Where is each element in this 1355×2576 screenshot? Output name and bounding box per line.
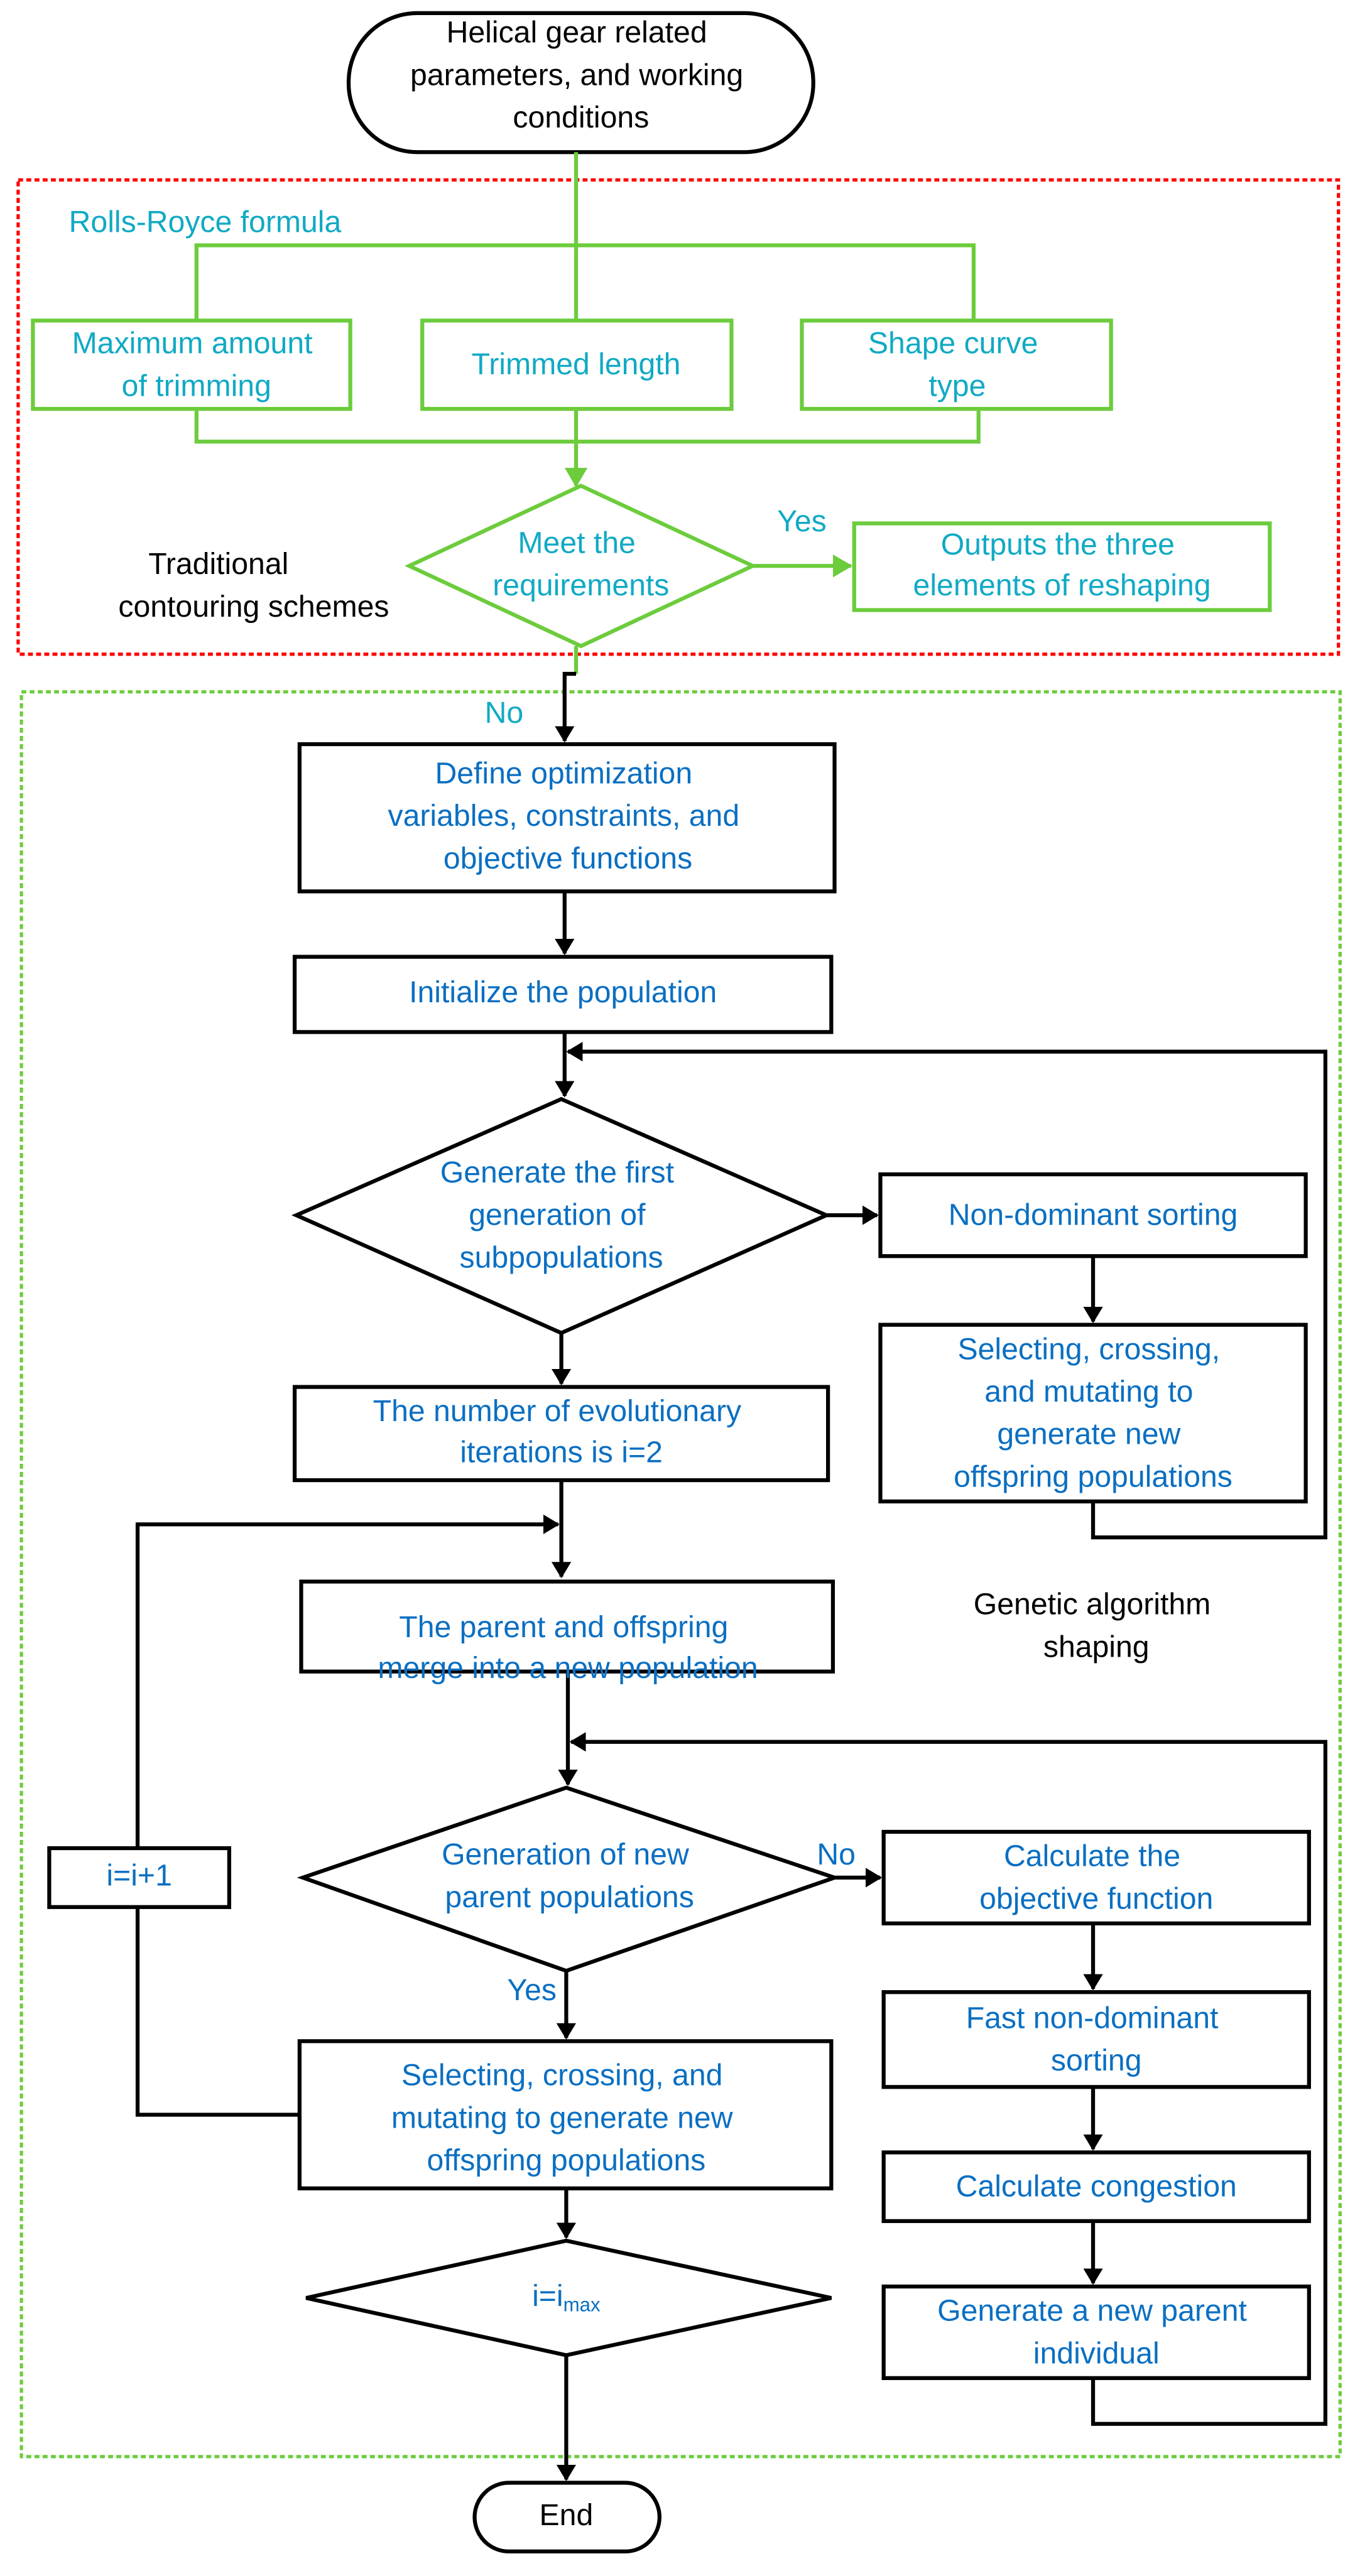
- text-line: Maximum amount: [72, 326, 313, 360]
- start-line: Helical gear related: [447, 15, 707, 49]
- ga-section-label: Genetic algorithm shaping: [974, 1587, 1219, 1664]
- text-main: i=i: [532, 2279, 563, 2313]
- output-elements-text: Outputs the three elements of reshaping: [913, 528, 1211, 602]
- text-subscript: max: [563, 2294, 601, 2316]
- max-trim-box: [31, 318, 352, 411]
- text-line: Generate the first: [440, 1155, 675, 1189]
- text-line: objective function: [979, 1881, 1213, 1915]
- start-line: conditions: [513, 100, 649, 134]
- text-line: variables, constraints, and: [388, 799, 739, 833]
- text-line: type: [928, 369, 986, 403]
- select-cross-mutate-right-box: [878, 1323, 1308, 1504]
- i-max-decision: [305, 2238, 832, 2357]
- text-line: Traditional: [148, 547, 288, 581]
- first-generation-text: Generate the first generation of subpopu…: [440, 1155, 683, 1274]
- text-line: and mutating to: [984, 1375, 1193, 1409]
- start-text: Helical gear related parameters, and wor…: [410, 15, 752, 134]
- traditional-section-label: Traditional contouring schemes: [118, 547, 389, 624]
- text-line: offspring populations: [954, 1459, 1233, 1493]
- rolls-royce-formula-label: Rolls-Royce formula: [69, 205, 342, 239]
- select-cross-mutate-left-text: Selecting, crossing, and mutating to gen…: [391, 2058, 741, 2177]
- i-max-text: i=imax: [532, 2279, 601, 2316]
- select-cross-mutate-right-text: Selecting, crossing, and mutating to gen…: [954, 1332, 1233, 1493]
- yes-label: Yes: [777, 504, 827, 538]
- initialize-population-box: [292, 955, 834, 1034]
- start-line: parameters, and working: [410, 58, 743, 92]
- iteration-count-box: [292, 1385, 830, 1483]
- congestion-box: [881, 2150, 1311, 2223]
- merge-population-box: [299, 1579, 835, 1674]
- iteration-count-text: The number of evolutionary iterations is…: [373, 1394, 750, 1469]
- text-line: parent populations: [445, 1880, 694, 1913]
- trimmed-length-box: [420, 318, 734, 411]
- select-cross-mutate-left-box: [297, 2039, 834, 2190]
- traditional-connectors: [194, 152, 981, 674]
- ga-connectors: [135, 671, 1327, 2481]
- first-generation-decision: [291, 1096, 832, 1336]
- start-terminator: [346, 11, 815, 154]
- increment-text: i=i+1: [106, 1859, 171, 1893]
- text-line: shaping: [1043, 1630, 1150, 1664]
- define-optimization-text: Define optimization variables, constrain…: [388, 756, 748, 875]
- genetic-algorithm-frame: [19, 690, 1342, 2459]
- merge-population-text: The parent and offspring merge into a ne…: [378, 1610, 758, 1685]
- text-line: Genetic algorithm: [974, 1587, 1211, 1621]
- yes-label: Yes: [507, 1973, 557, 2007]
- text-line: elements of reshaping: [913, 568, 1211, 602]
- new-parent-individual-box: [881, 2284, 1311, 2380]
- text-line: objective functions: [444, 842, 692, 875]
- text-line: Fast non-dominant: [966, 2001, 1219, 2035]
- text-line: Selecting, crossing,: [957, 1332, 1220, 1366]
- text-line: subpopulations: [460, 1240, 663, 1274]
- text-line: The number of evolutionary: [373, 1394, 741, 1428]
- non-dominant-sorting-text: Non-dominant sorting: [949, 1198, 1238, 1231]
- text-line: Define optimization: [435, 756, 692, 790]
- text-line: requirements: [492, 568, 669, 602]
- end-text: End: [540, 2498, 594, 2532]
- calc-objective-box: [881, 1829, 1311, 1925]
- calc-objective-text: Calculate the objective function: [979, 1839, 1213, 1915]
- meet-requirements-decision: [404, 484, 758, 649]
- no-label: No: [817, 1837, 856, 1871]
- no-label: No: [485, 696, 524, 730]
- new-parent-decision: [297, 1785, 841, 1973]
- define-optimization-box: [297, 742, 837, 894]
- text-line: of trimming: [122, 369, 271, 403]
- end-terminator: [472, 2481, 661, 2554]
- fast-sorting-box: [881, 1990, 1311, 2089]
- non-dominant-sorting-box: [878, 1172, 1308, 1258]
- text-line: individual: [1033, 2336, 1160, 2370]
- shape-curve-box: [800, 318, 1113, 411]
- text-line: Generate a new parent: [937, 2293, 1247, 2327]
- new-parent-decision-text: Generation of new parent populations: [442, 1837, 697, 1914]
- meet-requirements-text: Meet the requirements: [492, 526, 669, 602]
- max-trim-text: Maximum amount of trimming: [72, 326, 321, 403]
- text-line: iterations is i=2: [460, 1435, 663, 1469]
- text-line: Meet the: [518, 526, 635, 560]
- text-line: generate new: [997, 1417, 1180, 1451]
- text-line: merge into a new population: [378, 1651, 758, 1685]
- fast-sorting-text: Fast non-dominant sorting: [966, 2001, 1227, 2077]
- text-line: The parent and offspring: [399, 1610, 728, 1644]
- text-line: Outputs the three: [941, 528, 1175, 561]
- text-line: contouring schemes: [118, 590, 389, 624]
- initialize-population-text: Initialize the population: [409, 975, 717, 1009]
- shape-curve-text: Shape curve type: [868, 326, 1047, 403]
- text-line: sorting: [1051, 2043, 1142, 2077]
- text-line: Calculate the: [1004, 1839, 1180, 1873]
- trimmed-length-text: Trimmed length: [472, 347, 681, 381]
- increment-box: [47, 1846, 232, 1909]
- traditional-scheme-frame: [16, 178, 1341, 656]
- text-line: offspring populations: [427, 2143, 706, 2177]
- new-parent-individual-text: Generate a new parent individual: [937, 2293, 1255, 2370]
- text-line: Shape curve: [868, 326, 1038, 360]
- output-elements-box: [852, 521, 1272, 612]
- text-line: mutating to generate new: [391, 2101, 733, 2135]
- text-line: Generation of new: [442, 1837, 689, 1871]
- text-line: Selecting, crossing, and: [401, 2058, 722, 2092]
- text-line: generation of: [469, 1198, 646, 1231]
- congestion-text: Calculate congestion: [956, 2169, 1237, 2203]
